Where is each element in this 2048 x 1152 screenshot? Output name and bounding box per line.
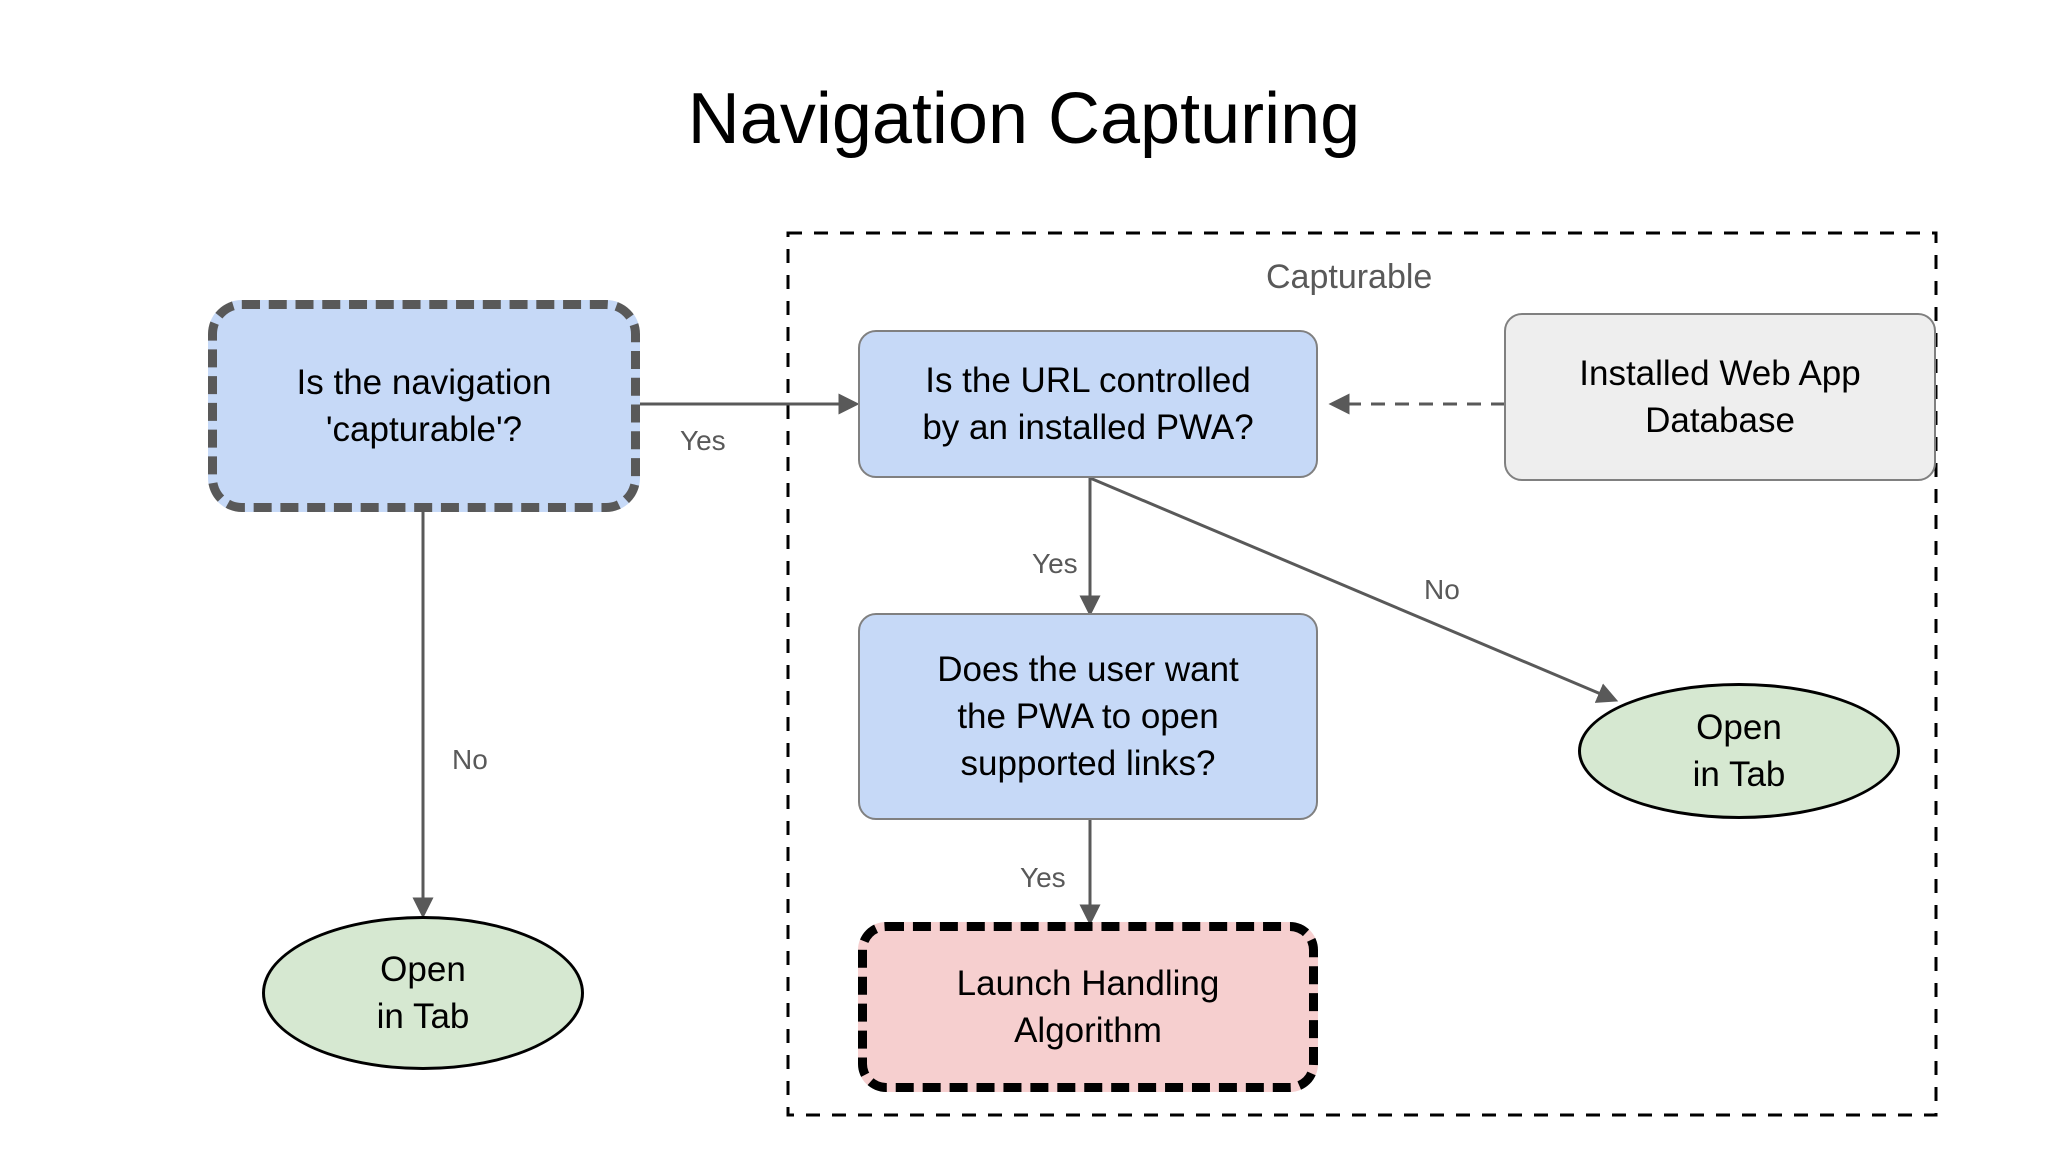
node-open-in-tab-left[interactable]: Open in Tab [262, 916, 584, 1070]
node-does-user-want-pwa-open-links-label: Does the user want the PWA to open suppo… [937, 650, 1239, 783]
edge-label-user-yes: Yes [1020, 862, 1066, 893]
node-is-url-controlled-by-pwa[interactable]: Is the URL controlled by an installed PW… [858, 330, 1318, 478]
node-does-user-want-pwa-open-links[interactable]: Does the user want the PWA to open suppo… [858, 613, 1318, 820]
edge-url-no [1089, 476, 1619, 703]
edge-label-capturable-yes: Yes [680, 425, 726, 456]
node-installed-web-app-database-label: Installed Web App Database [1579, 354, 1861, 440]
edge-label-url-no: No [1424, 574, 1460, 605]
page-title: Navigation Capturing [687, 79, 1361, 159]
node-launch-handling-algorithm-label: Launch Handling Algorithm [956, 964, 1220, 1050]
node-open-in-tab-right[interactable]: Open in Tab [1578, 683, 1900, 819]
node-installed-web-app-database[interactable]: Installed Web App Database [1504, 313, 1936, 481]
capturable-group-label: Capturable [1266, 258, 1433, 296]
node-is-navigation-capturable-label: Is the navigation 'capturable'? [296, 363, 552, 449]
edge-label-url-yes: Yes [1032, 548, 1078, 579]
node-open-in-tab-left-label: Open in Tab [376, 950, 470, 1036]
node-open-in-tab-right-label: Open in Tab [1692, 708, 1786, 794]
capturable-group-border [786, 231, 1938, 1117]
node-is-url-controlled-by-pwa-label: Is the URL controlled by an installed PW… [922, 361, 1254, 447]
node-launch-handling-algorithm[interactable]: Launch Handling Algorithm [858, 922, 1318, 1092]
node-is-navigation-capturable[interactable]: Is the navigation 'capturable'? [208, 300, 640, 512]
edge-label-capturable-no: No [452, 744, 488, 775]
